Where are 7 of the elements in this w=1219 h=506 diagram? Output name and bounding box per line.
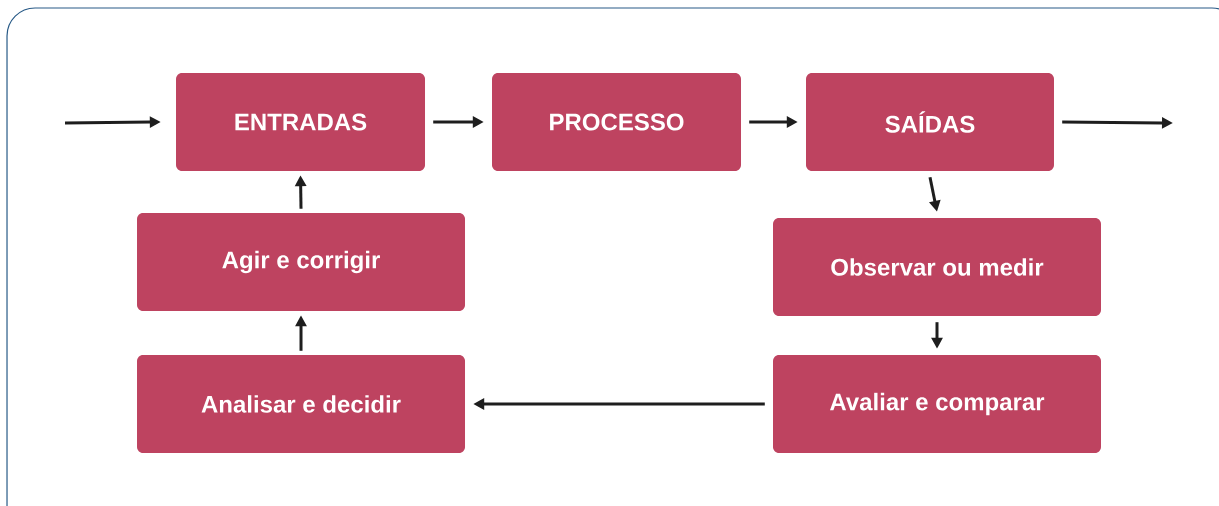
process-box: Analisar e decidir: [137, 355, 465, 453]
process-box: Agir e corrigir: [137, 213, 465, 311]
process-box: Avaliar e comparar: [773, 355, 1101, 453]
process-box: Observar ou medir: [773, 218, 1101, 316]
process-box: PROCESSO: [492, 73, 741, 171]
process-box: SAÍDAS: [806, 73, 1054, 171]
process-box: ENTRADAS: [176, 73, 425, 171]
